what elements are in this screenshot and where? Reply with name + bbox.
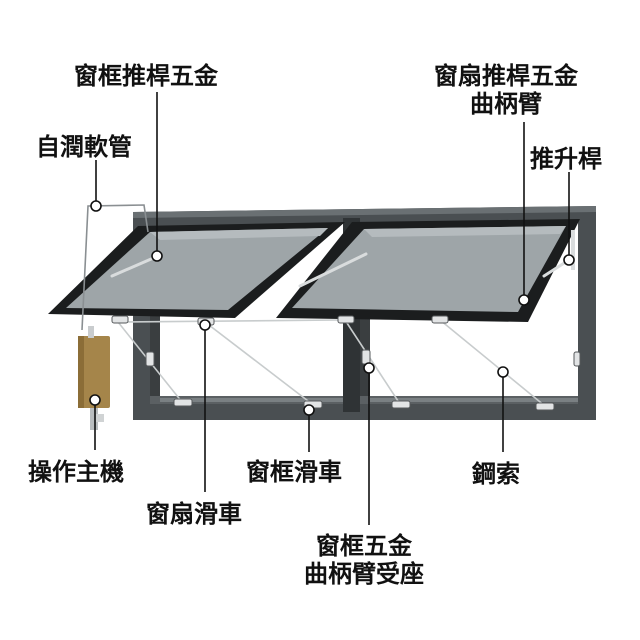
dot-frame-hardware (151, 250, 163, 262)
dot-frame-pulley (303, 404, 315, 416)
callout-lines (94, 92, 570, 525)
label-sash-hardware-line2: 曲柄臂 (470, 90, 542, 118)
dot-sash-pulley (199, 319, 211, 331)
dot-crank-seat (363, 362, 375, 374)
label-sash-pulley: 窗扇滑車 (146, 500, 242, 528)
left-sash (48, 222, 345, 318)
label-operator-unit: 操作主機 (28, 458, 124, 486)
dot-sash-hardware (518, 294, 530, 306)
label-crank-seat: 窗框五金 曲柄臂受座 (304, 532, 424, 588)
dot-lube-tube (90, 200, 102, 212)
dot-operator (89, 394, 101, 406)
lube-tube (81, 204, 149, 331)
label-lube-tube: 自潤軟管 (36, 133, 132, 161)
dot-cable (497, 366, 509, 378)
label-steel-cable: 鋼索 (472, 460, 520, 488)
label-frame-pulley: 窗框滑車 (246, 458, 342, 486)
label-sash-hardware-line1: 窗扇推桿五金 (434, 62, 578, 90)
label-push-rod: 推升桿 (530, 145, 602, 173)
label-frame-hardware: 窗框推桿五金 (74, 62, 218, 90)
label-crank-seat-line1: 窗框五金 (316, 532, 412, 560)
frame-bottom-rail (160, 398, 578, 402)
operator-unit (78, 326, 110, 430)
right-sash (276, 219, 580, 322)
dot-push-rod (563, 254, 575, 266)
push-rod (571, 230, 575, 270)
label-sash-hardware: 窗扇推桿五金 曲柄臂 (434, 62, 578, 118)
label-crank-seat-line2: 曲柄臂受座 (304, 560, 424, 588)
callout-dots (89, 200, 575, 416)
